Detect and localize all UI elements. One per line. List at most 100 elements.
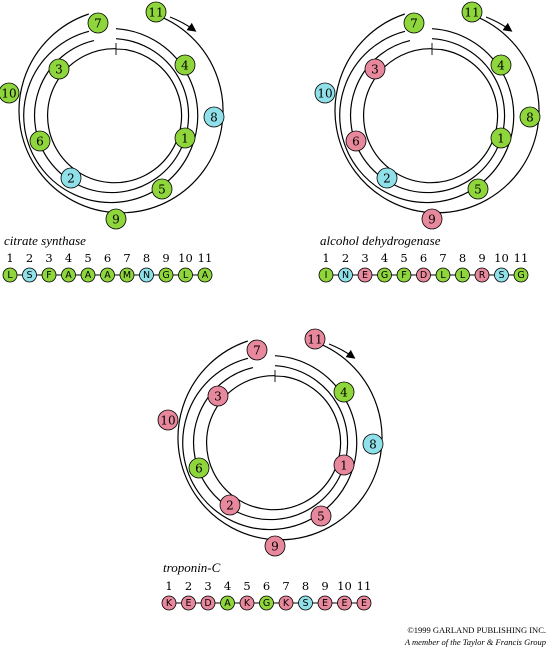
residue-letter: M	[123, 270, 131, 281]
wheel-node-number: 10	[160, 414, 175, 428]
residue-bead	[278, 595, 294, 611]
sequence-position-number: 1	[322, 251, 329, 265]
wheel-position-4: 4	[490, 54, 512, 76]
wheel-node-number: 6	[36, 135, 44, 149]
residue-bead	[357, 267, 373, 283]
residue-letter: F	[46, 270, 51, 281]
residue-bead	[100, 267, 115, 283]
wheel-node	[0, 82, 20, 104]
wheel-position-11: 11	[304, 328, 326, 350]
wheel-node-number: 5	[158, 183, 166, 197]
wheel-position-7: 7	[246, 339, 268, 361]
wheel-node	[264, 535, 286, 557]
residue-bead	[119, 267, 135, 283]
wheel-node-number: 10	[1, 87, 16, 101]
wheel-node-number: 2	[383, 172, 391, 186]
residue-letter: A	[85, 270, 92, 281]
wheel-node-number: 6	[352, 135, 360, 149]
wheel-node-number: 11	[464, 6, 479, 20]
residue-letter: E	[341, 598, 347, 609]
residue-bead	[178, 267, 193, 283]
wheel-position-10: 10	[0, 82, 20, 104]
sequence-position-number: 10	[494, 251, 509, 265]
sequence-position-number: 4	[65, 251, 72, 265]
sequence-position-number: 9	[478, 251, 485, 265]
sequence-position-number: 1	[6, 251, 13, 265]
wheel-node	[461, 1, 483, 23]
wheel-position-6: 6	[345, 130, 367, 152]
wheel-node-number: 9	[428, 213, 436, 227]
sequence-position-number: 6	[263, 579, 270, 593]
residue-letter: L	[7, 270, 13, 281]
wheel-node-number: 8	[369, 438, 377, 452]
wheel-node-number: 8	[210, 111, 218, 125]
residue-letter: G	[381, 270, 388, 281]
sequence-position-number: 8	[302, 579, 309, 593]
wheel-node-number: 8	[526, 111, 534, 125]
wheel-position-6: 6	[188, 457, 210, 479]
wheel-node-number: 1	[497, 132, 505, 146]
wheel-node-number: 11	[148, 6, 163, 20]
residue-letter: S	[302, 598, 308, 609]
wheel-node-number: 7	[94, 17, 102, 31]
wheel-node-number: 7	[410, 17, 418, 31]
residue-letter: A	[202, 270, 209, 281]
wheel-position-9: 9	[421, 208, 443, 230]
residue-letter: D	[420, 270, 427, 281]
wheel-position-5: 5	[310, 505, 332, 527]
wheel-node-number: 7	[253, 344, 261, 358]
wheel-position-10: 10	[157, 409, 179, 431]
wheel-inner-outer-edge	[349, 38, 506, 194]
helix-start-tick	[274, 370, 285, 382]
publisher-line: A member of the Taylor & Francis Group	[404, 637, 546, 647]
residue-bead	[41, 267, 57, 283]
panel-title: citrate synthase	[4, 233, 86, 248]
wheel-node	[304, 328, 326, 350]
wheel-position-8: 8	[519, 106, 541, 128]
wheel-position-1: 1	[174, 127, 196, 149]
wheel-node	[333, 454, 355, 476]
sequence-position-number: 11	[514, 251, 529, 265]
sequence-position-number: 7	[439, 251, 446, 265]
residue-bead	[416, 267, 431, 283]
wheel-position-8: 8	[362, 433, 384, 455]
residue-bead	[161, 595, 177, 611]
residue-bead	[318, 267, 334, 283]
wheel-node-number: 3	[55, 63, 63, 77]
wheel-node-number: 2	[67, 172, 75, 186]
wheel-position-9: 9	[105, 208, 127, 230]
sequence-position-number: 10	[178, 251, 193, 265]
residue-bead	[181, 595, 196, 611]
wheel-position-6: 6	[29, 130, 51, 152]
residue-bead	[455, 267, 470, 283]
wheel-node	[310, 505, 332, 527]
wheel-node-number: 5	[474, 183, 482, 197]
wheel-node	[364, 58, 386, 80]
wheel-inner-outer-edge	[33, 38, 190, 194]
wheel-node-number: 9	[271, 540, 279, 554]
wheel-node	[362, 433, 384, 455]
residue-letter: K	[244, 598, 251, 609]
sequence-position-number: 9	[321, 579, 328, 593]
residue-letter: L	[440, 270, 446, 281]
residue-bead	[338, 267, 353, 283]
residue-letter: R	[479, 270, 486, 281]
wheel-position-2: 2	[60, 167, 82, 189]
wheel-node	[246, 339, 268, 361]
residue-bead	[298, 595, 313, 611]
sequence-position-number: 7	[282, 579, 289, 593]
residue-letter: L	[460, 270, 466, 281]
wheel-position-9: 9	[264, 535, 286, 557]
wheel-node	[105, 208, 127, 230]
residue-letter: D	[204, 598, 211, 609]
wheel-node	[188, 457, 210, 479]
wheel-position-2: 2	[376, 167, 398, 189]
residue-letter: N	[143, 270, 150, 281]
residue-bead	[474, 267, 490, 283]
